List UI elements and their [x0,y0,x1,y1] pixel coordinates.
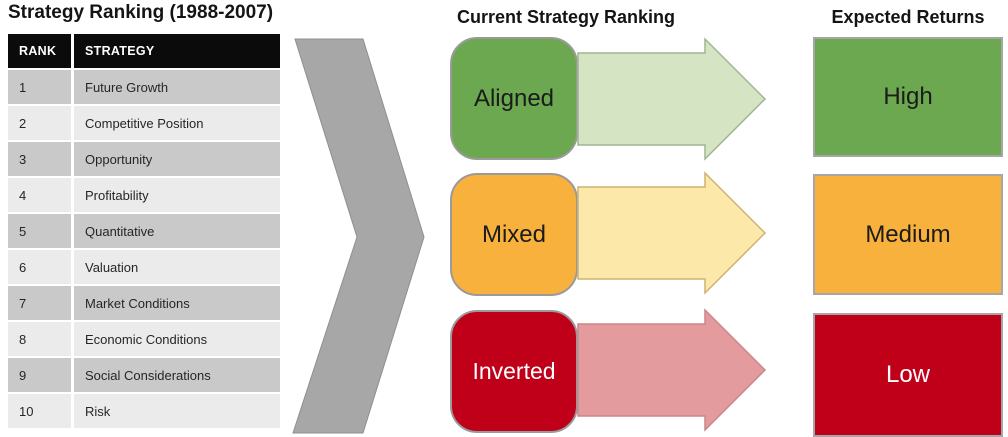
strategy-cell: Future Growth [85,79,169,95]
arrow-right-icon [577,171,767,295]
rank-cell: 3 [8,142,74,176]
table-row: 10 Risk [8,394,280,428]
table-row: 8 Economic Conditions [8,322,280,356]
strategy-cell: Quantitative [85,223,155,239]
table-row: 1 Future Growth [8,70,280,104]
table-row: 7 Market Conditions [8,286,280,320]
rank-cell: 5 [8,214,74,248]
table-row: 2 Competitive Position [8,106,280,140]
status-box-aligned: Aligned [450,37,578,160]
returns-box-medium: Medium [813,174,1003,295]
table-row: 9 Social Considerations [8,358,280,392]
status-box-inverted: Inverted [450,310,578,433]
rank-cell: 8 [8,322,74,356]
rank-cell: 7 [8,286,74,320]
rank-cell: 1 [8,70,74,104]
returns-label-medium: Medium [865,220,951,248]
strategy-cell: Social Considerations [85,367,211,383]
table-row: 5 Quantitative [8,214,280,248]
rank-cell: 6 [8,250,74,284]
table-row: 6 Valuation [8,250,280,284]
strategy-cell: Competitive Position [85,115,204,131]
arrow-right-icon [577,37,767,161]
strategy-cell: Profitability [85,187,149,203]
strategy-ranking-table: RANK STRATEGY 1 Future Growth 2 Competit… [8,32,280,430]
table-row: 4 Profitability [8,178,280,212]
strategy-cell: Market Conditions [85,295,190,311]
status-label-inverted: Inverted [472,358,556,384]
arrow-right-icon [577,308,767,432]
chevron-right-icon [292,38,425,434]
returns-label-high: High [883,83,933,110]
status-box-mixed: Mixed [450,173,578,296]
status-label-mixed: Mixed [481,220,547,248]
right-panel-title: Expected Returns [831,7,985,27]
rank-cell: 2 [8,106,74,140]
table-row: 3 Opportunity [8,142,280,176]
strategy-cell: Opportunity [85,151,153,167]
middle-panel-title: Current Strategy Ranking [457,7,676,27]
rank-cell: 4 [8,178,74,212]
left-panel-title: Strategy Ranking (1988-2007) [8,2,274,23]
returns-box-high: High [813,37,1003,157]
rank-cell: 10 [8,394,74,428]
strategy-cell: Valuation [85,259,139,275]
returns-label-low: Low [885,361,931,388]
returns-box-low: Low [813,313,1003,437]
status-label-aligned: Aligned [473,84,555,112]
rank-cell: 9 [8,358,74,392]
strategy-column-header: STRATEGY [85,44,155,58]
rank-column-header: RANK [8,34,74,68]
table-header-row: RANK STRATEGY [8,34,280,68]
strategy-cell: Risk [85,403,111,419]
strategy-cell: Economic Conditions [85,331,208,347]
